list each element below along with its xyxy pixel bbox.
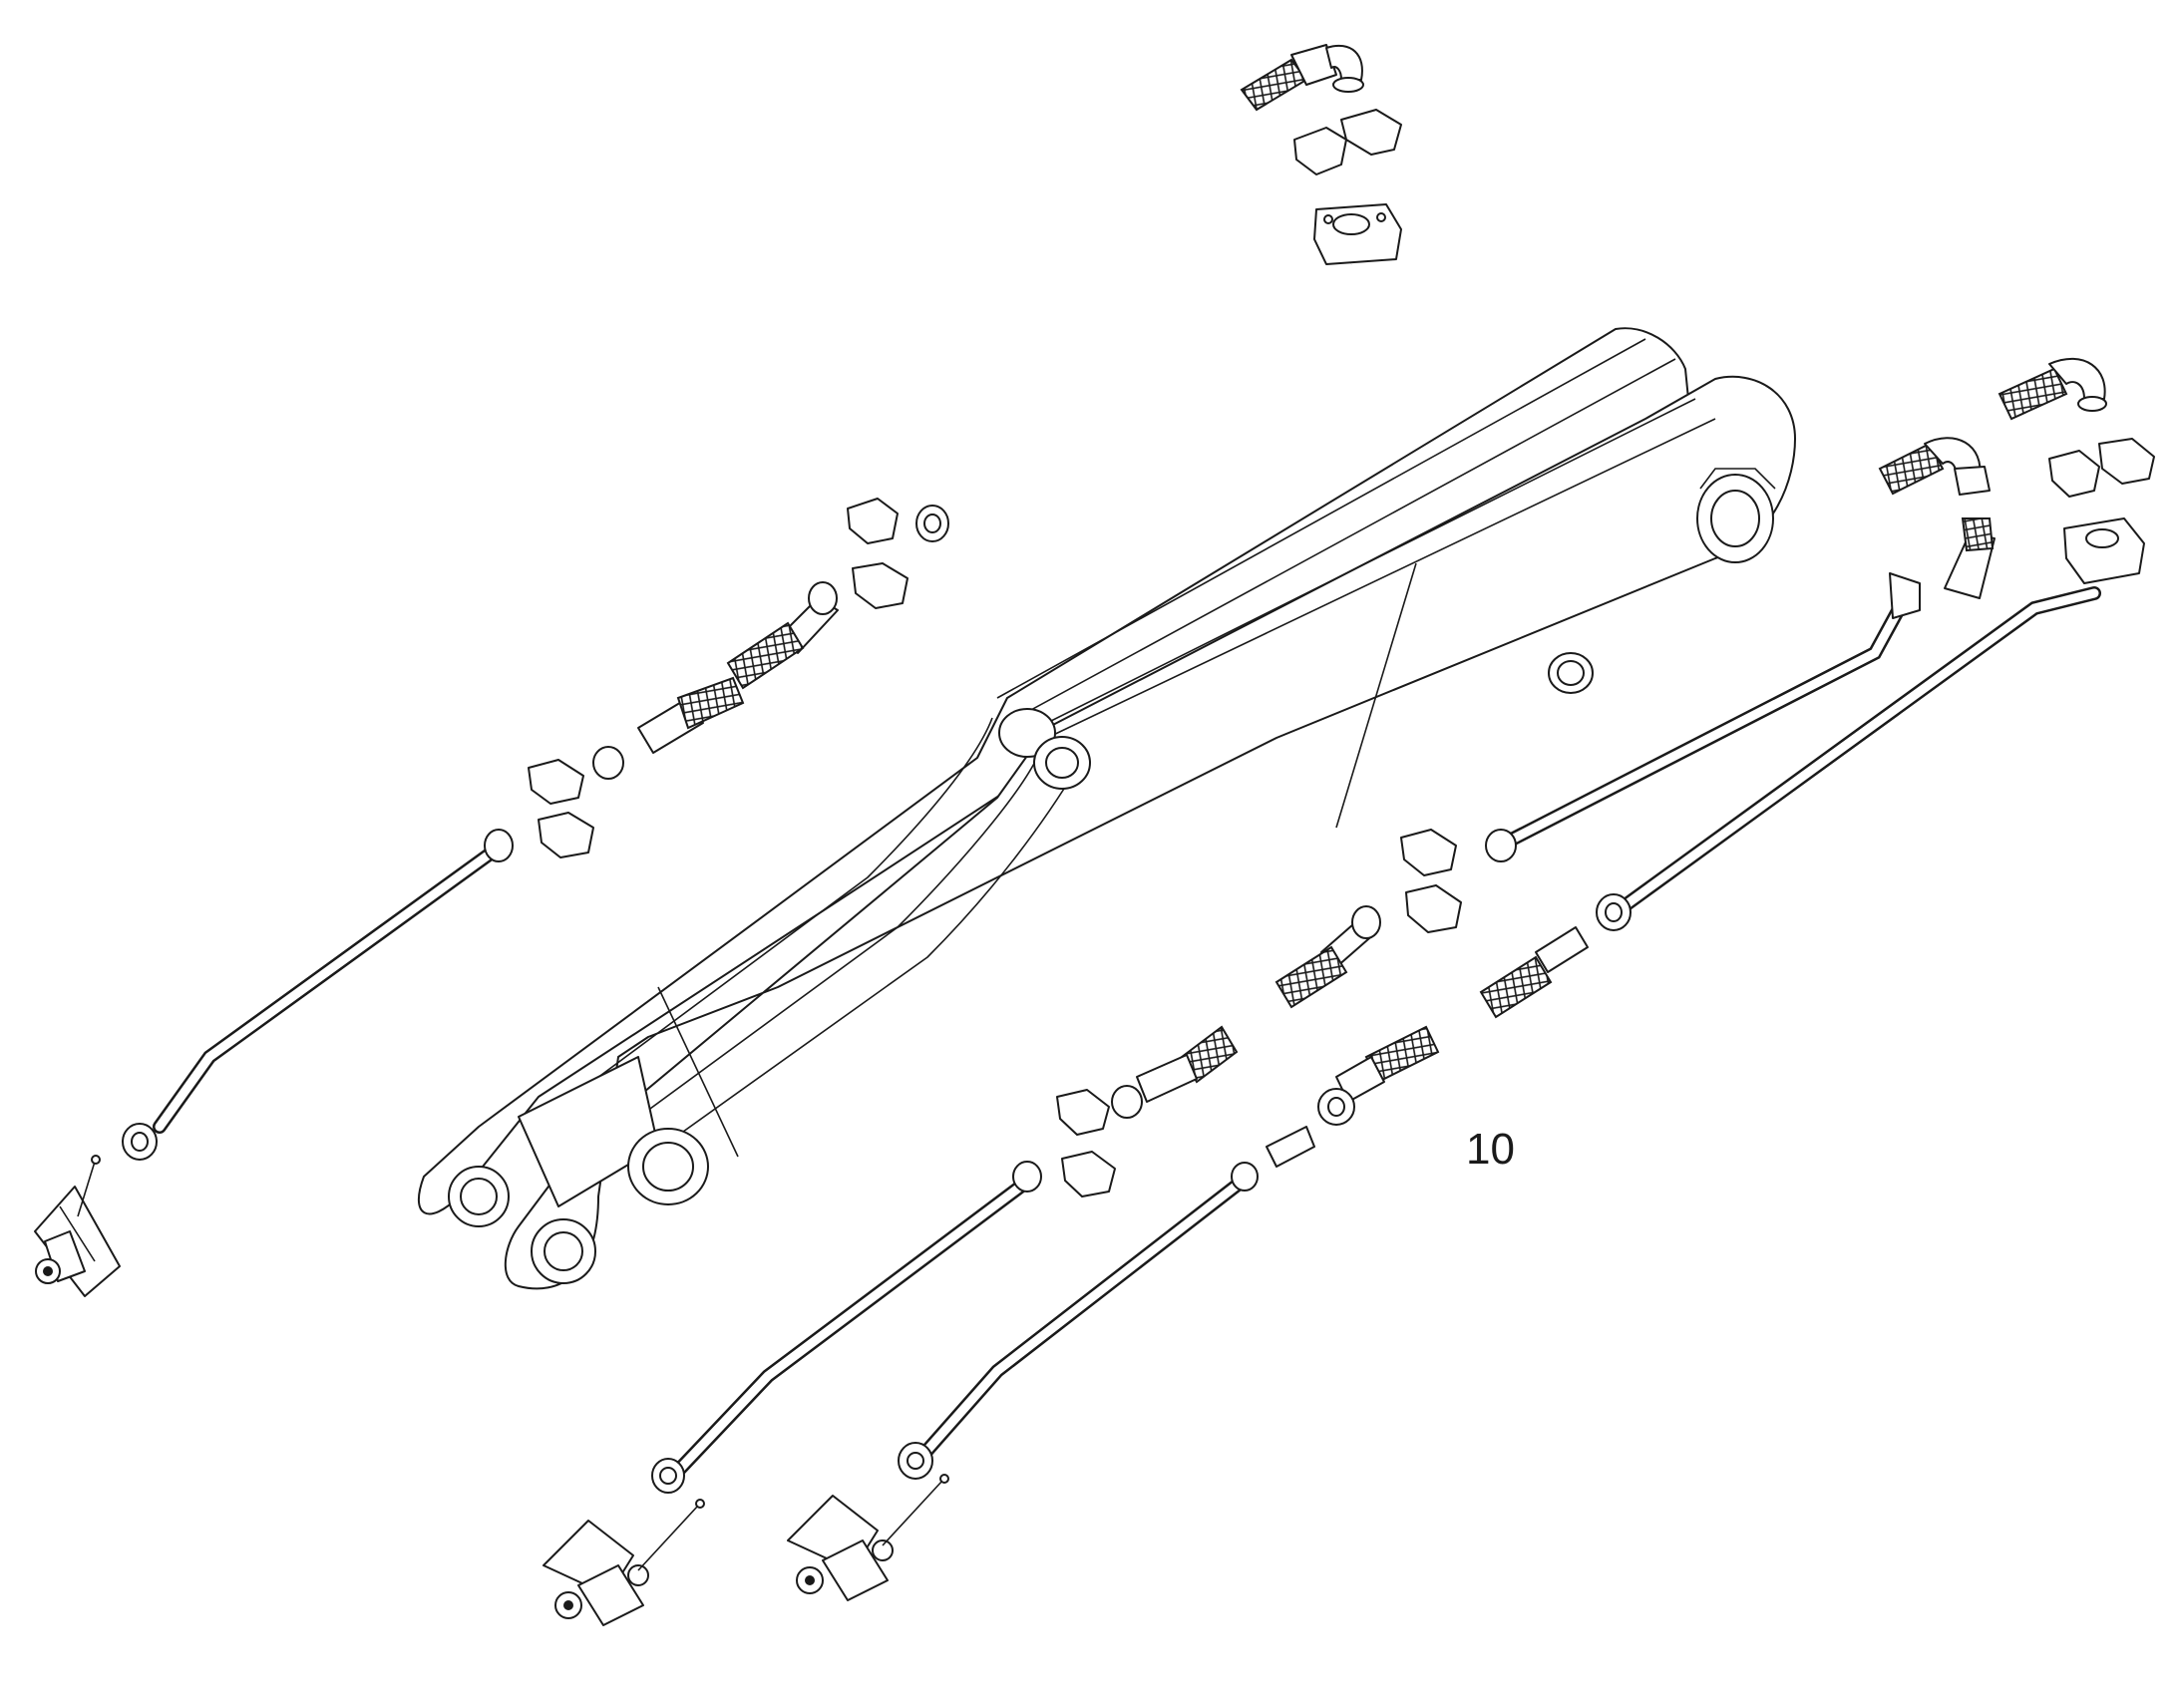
boom-arm [418,327,1796,1290]
reference-number-label: 10 [1466,1125,1515,1174]
upper-right-tube-assembly [1274,358,2155,1019]
upper-left-tube-assembly [528,44,1402,858]
left-tube-assembly [34,829,514,1297]
lower-tube-assembly [543,1025,1440,1626]
